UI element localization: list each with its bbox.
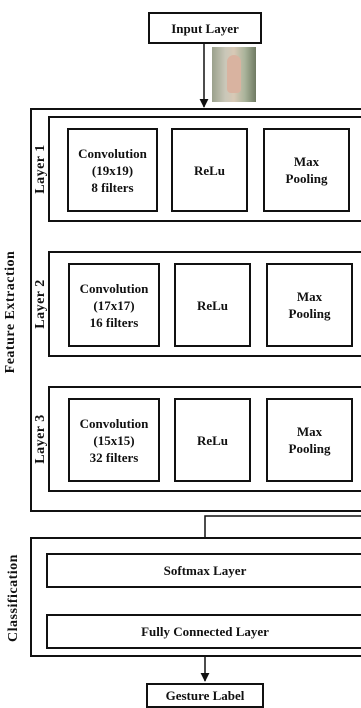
layer3-pool-label: Max Pooling <box>288 424 331 456</box>
layer1-relu-box <box>171 128 248 212</box>
gesture-label-text: Gesture Label <box>165 688 245 703</box>
hand-shape <box>227 55 241 93</box>
layer1-label: Layer 1 <box>33 144 48 194</box>
layer1-pool-label: Max Pooling <box>285 154 328 186</box>
softmax-layer-box <box>46 553 361 588</box>
gesture-label-box <box>146 683 264 708</box>
fully-connected-layer-label: Fully Connected Layer <box>141 624 269 639</box>
hand-gesture-photo <box>212 47 256 102</box>
layer2-relu-box <box>174 263 251 347</box>
layer3-label: Layer 3 <box>33 414 48 464</box>
layer3-conv-box <box>68 398 160 482</box>
classification-label: Classification <box>6 554 21 642</box>
fully-connected-layer-box <box>46 614 361 649</box>
softmax-layer-label: Softmax Layer <box>163 563 247 578</box>
input-layer-label: Input Layer <box>171 20 239 36</box>
layer2-pool-label: Max Pooling <box>288 289 331 321</box>
layer1-pool-box <box>263 128 350 212</box>
input-layer-box <box>148 12 262 44</box>
layer1-conv-box <box>67 128 158 212</box>
layer3-conv-label: Convolution (15x15) 32 filters <box>79 415 149 465</box>
feature-extraction-label: Feature Extraction <box>3 250 18 374</box>
layer3-relu-label: ReLu <box>196 432 229 448</box>
layer2-relu-label: ReLu <box>196 297 229 313</box>
layer2-conv-label: Convolution (17x17) 16 filters <box>79 280 149 330</box>
layer3-pool-box <box>266 398 353 482</box>
layer2-conv-box <box>68 263 160 347</box>
layer1-relu-label: ReLu <box>193 162 226 178</box>
layer2-label: Layer 2 <box>33 279 48 329</box>
layer1-conv-label: Convolution (19x19) 8 filters <box>78 145 147 195</box>
layer3-relu-box <box>174 398 251 482</box>
layer2-pool-box <box>266 263 353 347</box>
